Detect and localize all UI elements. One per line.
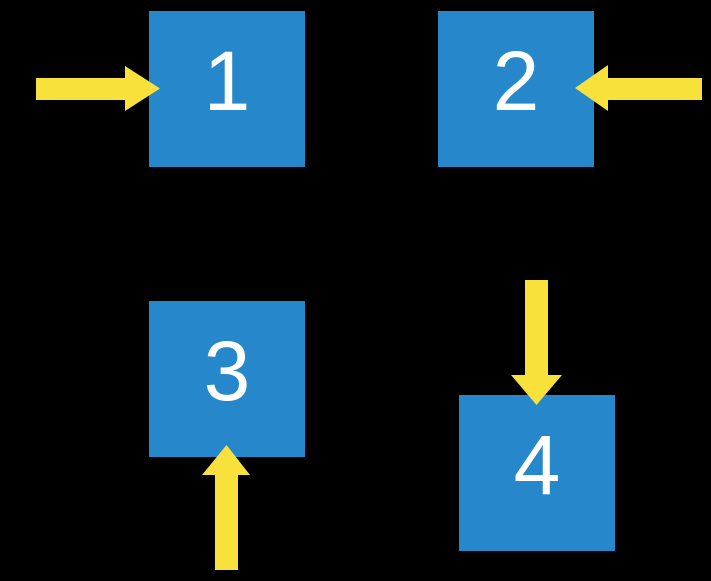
arrow-up-icon (202, 445, 250, 570)
square-node-1: 1 (149, 11, 305, 167)
arrow-down-icon (511, 280, 562, 405)
arrow-left-icon (575, 65, 702, 111)
square-node-2: 2 (438, 11, 594, 167)
square-label-4: 4 (513, 418, 561, 512)
square-node-4: 4 (459, 395, 615, 551)
square-node-3: 3 (149, 301, 305, 457)
square-label-2: 2 (492, 34, 540, 128)
square-label-3: 3 (203, 324, 251, 418)
arrow-right-icon (36, 66, 160, 111)
square-label-1: 1 (203, 34, 251, 128)
